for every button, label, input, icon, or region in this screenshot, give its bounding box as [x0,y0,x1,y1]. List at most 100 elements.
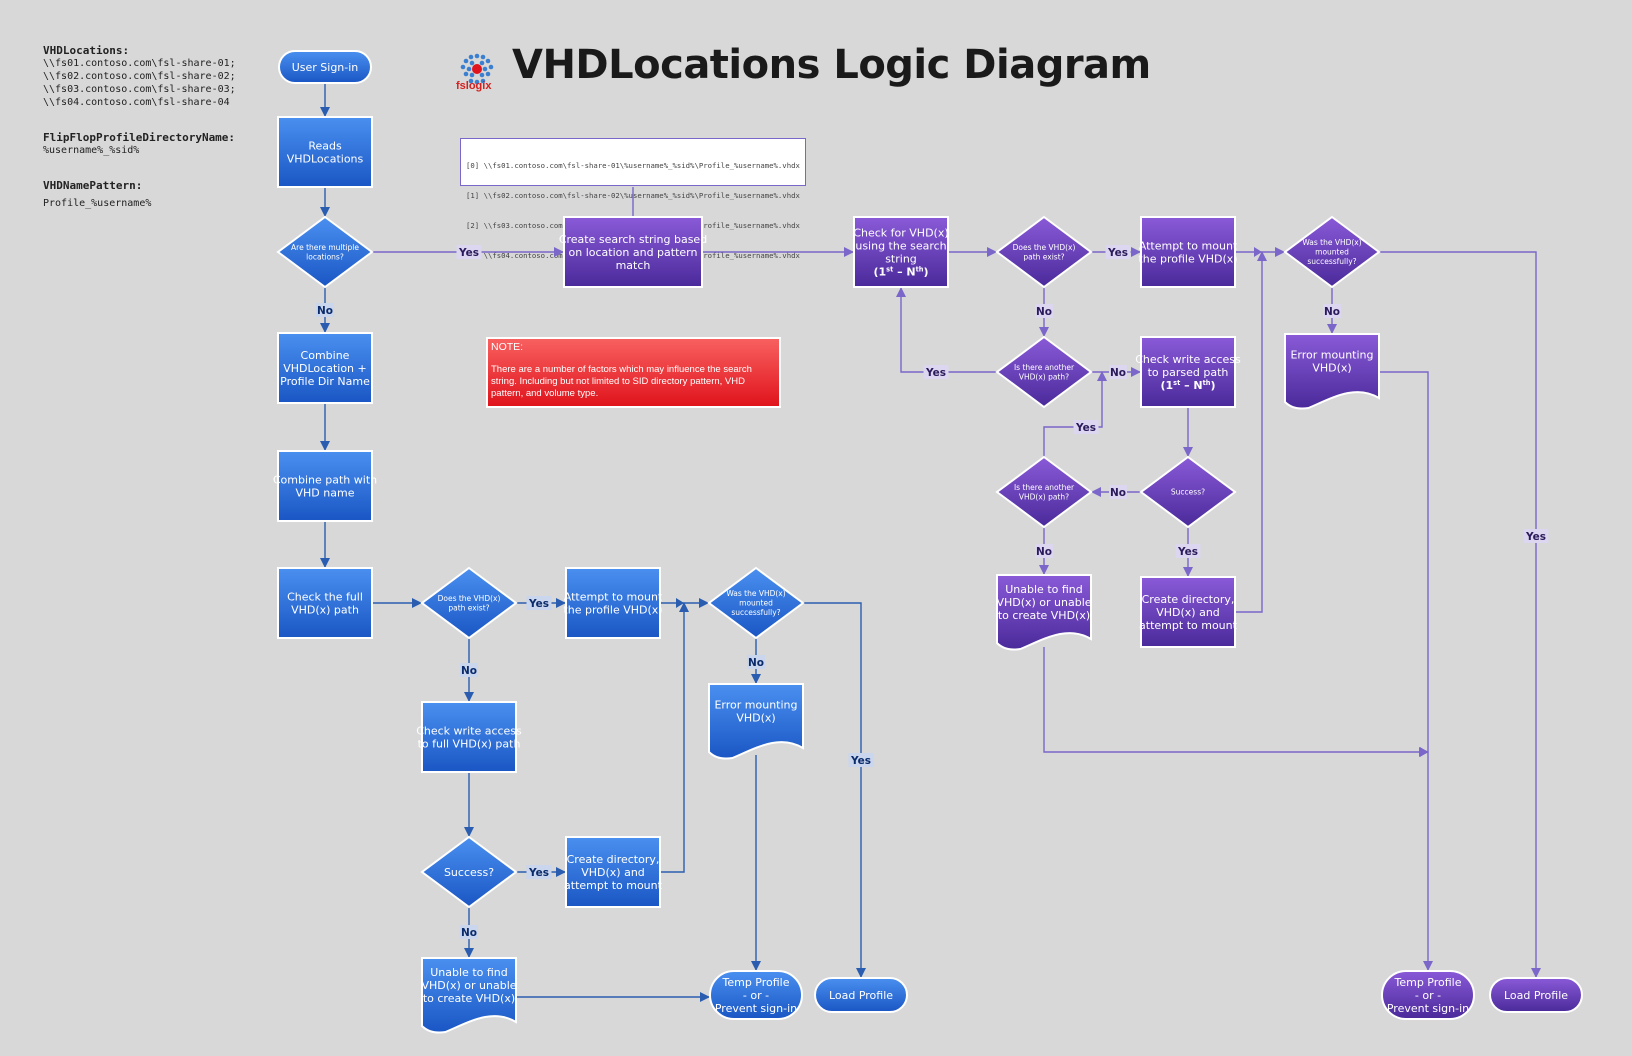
edge-label-no: No [1323,304,1341,318]
edge-label-no: No [316,303,334,317]
edge-label-yes: Yes [923,365,949,379]
node-label: Does the VHD(x) [1013,243,1076,252]
node-label: VHD(x) path [291,603,359,616]
node-label: (1st – Nth) [873,265,928,278]
name-pattern-value: Profile_%username% [43,198,152,209]
node-user-signin: User Sign-in [278,50,372,84]
node-label: VHD(x) or unable [996,596,1091,609]
node-label: attempt to mount [564,879,663,892]
decision-diamond [420,835,518,909]
node-label: locations? [306,252,344,261]
process-box [853,216,949,288]
node-label: VHDLocations [287,152,364,165]
node-label: Temp Profile [721,976,789,989]
node-label: Load Profile [1504,989,1568,1002]
node-label: User Sign-in [292,61,359,74]
node-label: attempt to mount [1139,619,1238,632]
node-label: Create directory, [567,853,660,866]
node-label: Prevent sign-in [715,1002,797,1015]
svg-text:Yes: Yes [1177,546,1198,558]
node-label: to create VHD(x) [998,609,1090,622]
svg-text:No: No [461,927,477,939]
node-b-temp: Temp Profile- or -Prevent sign-in [709,970,803,1020]
node-label: Success? [1171,488,1205,497]
node-b-success: Success? [420,835,518,909]
node-label: Check write access [1135,353,1241,366]
node-label: successfully? [1307,257,1356,266]
vhd-location-line: \\fs02.contoso.com\fsl-share-02; [43,71,236,82]
vhd-location-line: \\fs01.contoso.com\fsl-share-01; [43,58,236,69]
edge-label-yes: Yes [1105,245,1131,259]
node-label: the profile VHD(x) [1138,252,1237,265]
connector-line [1379,251,1541,978]
svg-text:No: No [1036,306,1052,318]
flipflop-heading: FlipFlopProfileDirectoryName: [43,131,236,144]
terminal-pill [1489,977,1583,1013]
process-box [421,701,517,773]
edge-label-no: No [1109,365,1127,379]
node-label: Was the VHD(x) [1302,238,1361,247]
node-label: to create VHD(x) [423,992,515,1005]
svg-text:No: No [1110,367,1126,379]
process-box [1140,216,1236,288]
document-shape [708,683,804,760]
process-box [277,332,373,404]
node-label: - or - [743,989,769,1002]
page-title: VHDLocations Logic Diagram [512,42,1151,88]
node-label: VHD(x) or unable [421,979,516,992]
node-label: Check write access [416,724,522,737]
vhd-location-line: \\fs04.contoso.com\fsl-share-04 [43,97,230,108]
svg-text:Yes: Yes [925,367,946,379]
node-label: VHD(x) path? [1019,492,1069,501]
document-shape [421,957,517,1034]
decision-diamond [1283,215,1381,289]
svg-text:Yes: Yes [1075,422,1096,434]
note-body: There are a number of factors which may … [491,364,752,399]
svg-text:Yes: Yes [850,755,871,767]
edge-label-yes: Yes [1523,529,1549,543]
node-label: Is there another [1014,363,1075,372]
node-label: VHD name [296,486,355,499]
vhd-locations-heading: VHDLocations: [43,44,130,57]
name-pattern-heading: VHDNamePattern: [43,179,143,192]
decision-diamond [420,566,518,640]
decision-diamond [995,215,1093,289]
connector-line [1043,371,1107,457]
node-label: Load Profile [829,989,893,1002]
node-b-load: Load Profile [814,977,908,1013]
node-label: Does the VHD(x) [438,594,501,603]
process-box [1140,336,1236,408]
search-path-line: [3] \\fs04.contoso.com\fsl-share-04\%use… [466,251,800,260]
arrowhead [1420,747,1428,757]
name-pattern-config: VHDNamePattern: Profile_%username% [43,179,151,210]
edge-label-yes: Yes [848,753,874,767]
node-label: Error mounting [1290,348,1373,361]
edge-label-no: No [460,663,478,677]
decision-diamond [995,335,1093,409]
node-label: VHD(x) path? [1019,372,1069,381]
terminal-pill [1381,970,1475,1020]
connector-line [1043,647,1429,757]
connector-line [1379,371,1433,971]
node-label: to parsed path [1148,366,1229,379]
process-box [277,116,373,188]
node-p-temp: Temp Profile- or -Prevent sign-in [1381,970,1475,1020]
connector-line [896,287,997,373]
vhd-locations-config: VHDLocations: \\fs01.contoso.com\fsl-sha… [43,44,236,109]
node-label: mounted [739,599,773,608]
node-label: Create directory, [1142,593,1235,606]
terminal-pill [814,977,908,1013]
node-label: Combine [301,349,350,362]
note-heading: NOTE: [491,341,524,353]
svg-text:No: No [1036,546,1052,558]
edge-label-no: No [1109,485,1127,499]
